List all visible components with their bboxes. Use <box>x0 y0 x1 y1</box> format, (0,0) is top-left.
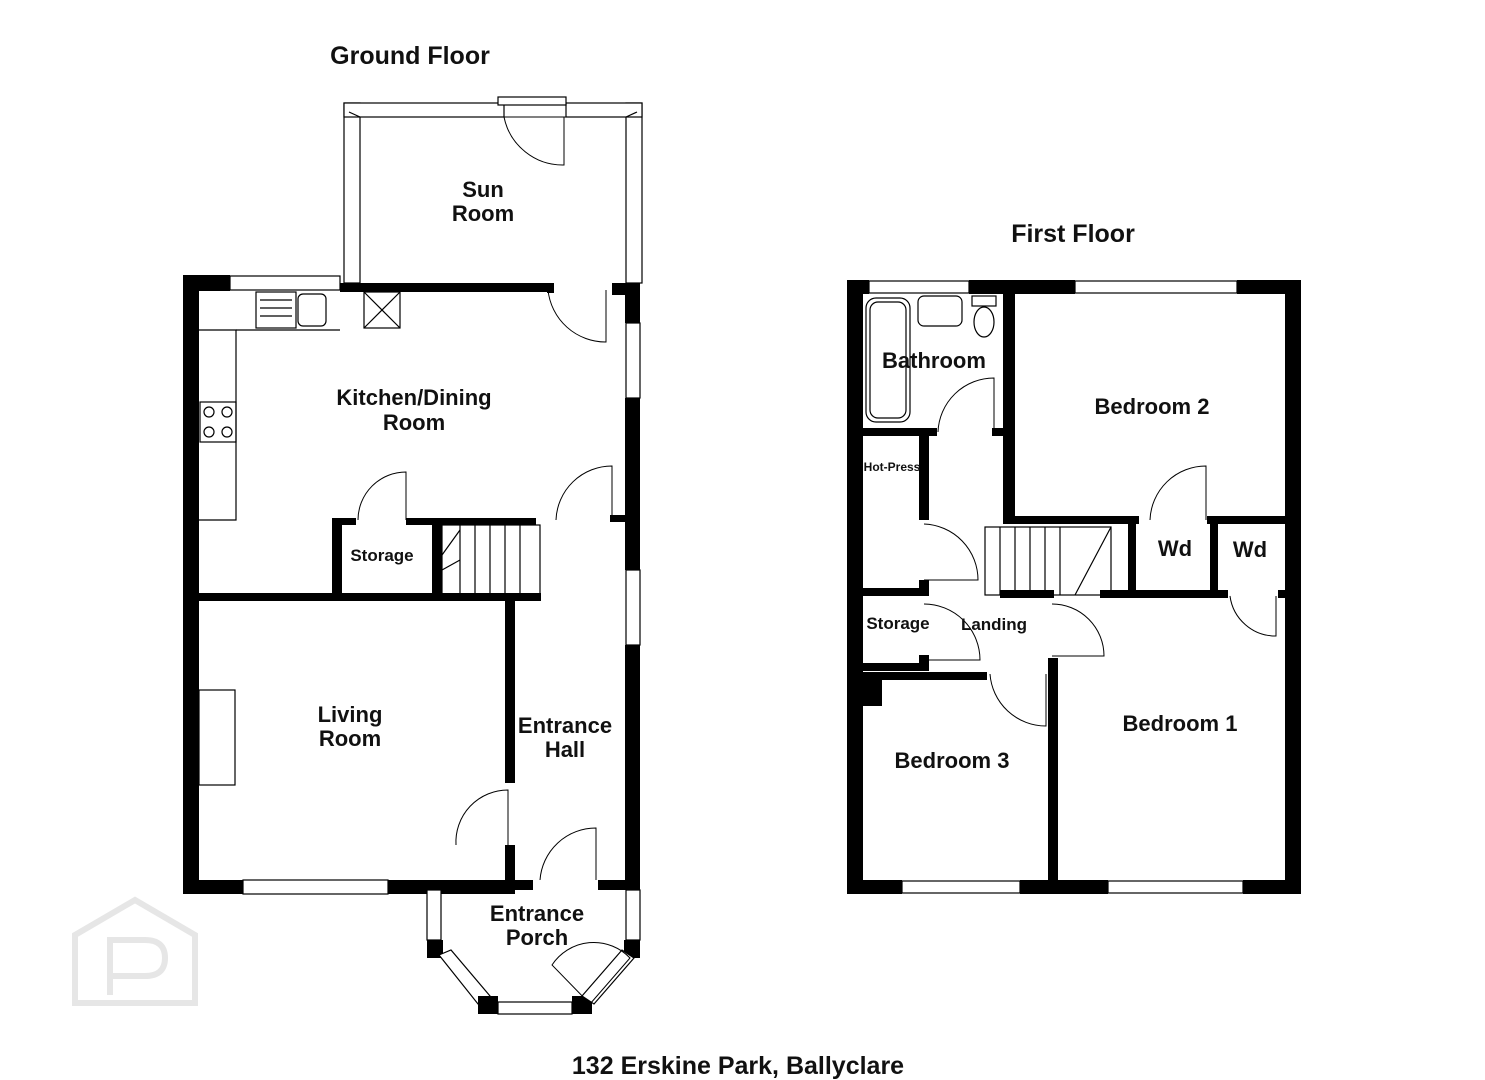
entrance-porch-walls <box>426 827 641 1015</box>
ground-floor-plan <box>183 96 643 1015</box>
wardrobe-1-label: Wd <box>1158 536 1192 561</box>
ground-storage-label: Storage <box>350 546 413 565</box>
first-outer-walls <box>847 280 1301 894</box>
first-floor-title: First Floor <box>1011 220 1135 248</box>
bedroom-1-label: Bedroom 1 <box>1123 711 1238 736</box>
bathroom-label: Bathroom <box>882 348 986 373</box>
sun-room-label-line2: Room <box>452 201 514 226</box>
ground-floor-title: Ground Floor <box>330 42 490 70</box>
sun-room-walls <box>343 96 643 284</box>
entrance-porch-label-line2: Porch <box>506 925 568 950</box>
kitchen-label-line2: Room <box>383 410 445 435</box>
hot-press-label: Hot-Press <box>864 460 921 474</box>
landing-label: Landing <box>961 615 1027 634</box>
living-room-label-line2: Room <box>319 726 381 751</box>
first-internal-walls <box>862 292 1301 886</box>
kitchen-label-line1: Kitchen/Dining <box>336 385 491 410</box>
first-floor-plan <box>847 280 1301 894</box>
first-storage-label: Storage <box>866 614 929 633</box>
property-logo-icon <box>72 896 198 1006</box>
property-address: 132 Erskine Park, Ballyclare <box>572 1052 904 1080</box>
ground-internal-walls <box>198 283 625 894</box>
bedroom-3-label: Bedroom 3 <box>895 748 1010 773</box>
living-room-label-line1: Living <box>318 702 383 727</box>
entrance-hall-label-line1: Entrance <box>518 713 612 738</box>
entrance-hall-label-line2: Hall <box>545 737 585 762</box>
ground-outer-walls <box>183 275 641 895</box>
kitchen-counter <box>199 291 401 521</box>
wardrobe-2-label: Wd <box>1233 537 1267 562</box>
sun-room-label-line1: Sun <box>462 177 504 202</box>
entrance-porch-label-line1: Entrance <box>490 901 584 926</box>
bedroom-2-label: Bedroom 2 <box>1095 394 1210 419</box>
